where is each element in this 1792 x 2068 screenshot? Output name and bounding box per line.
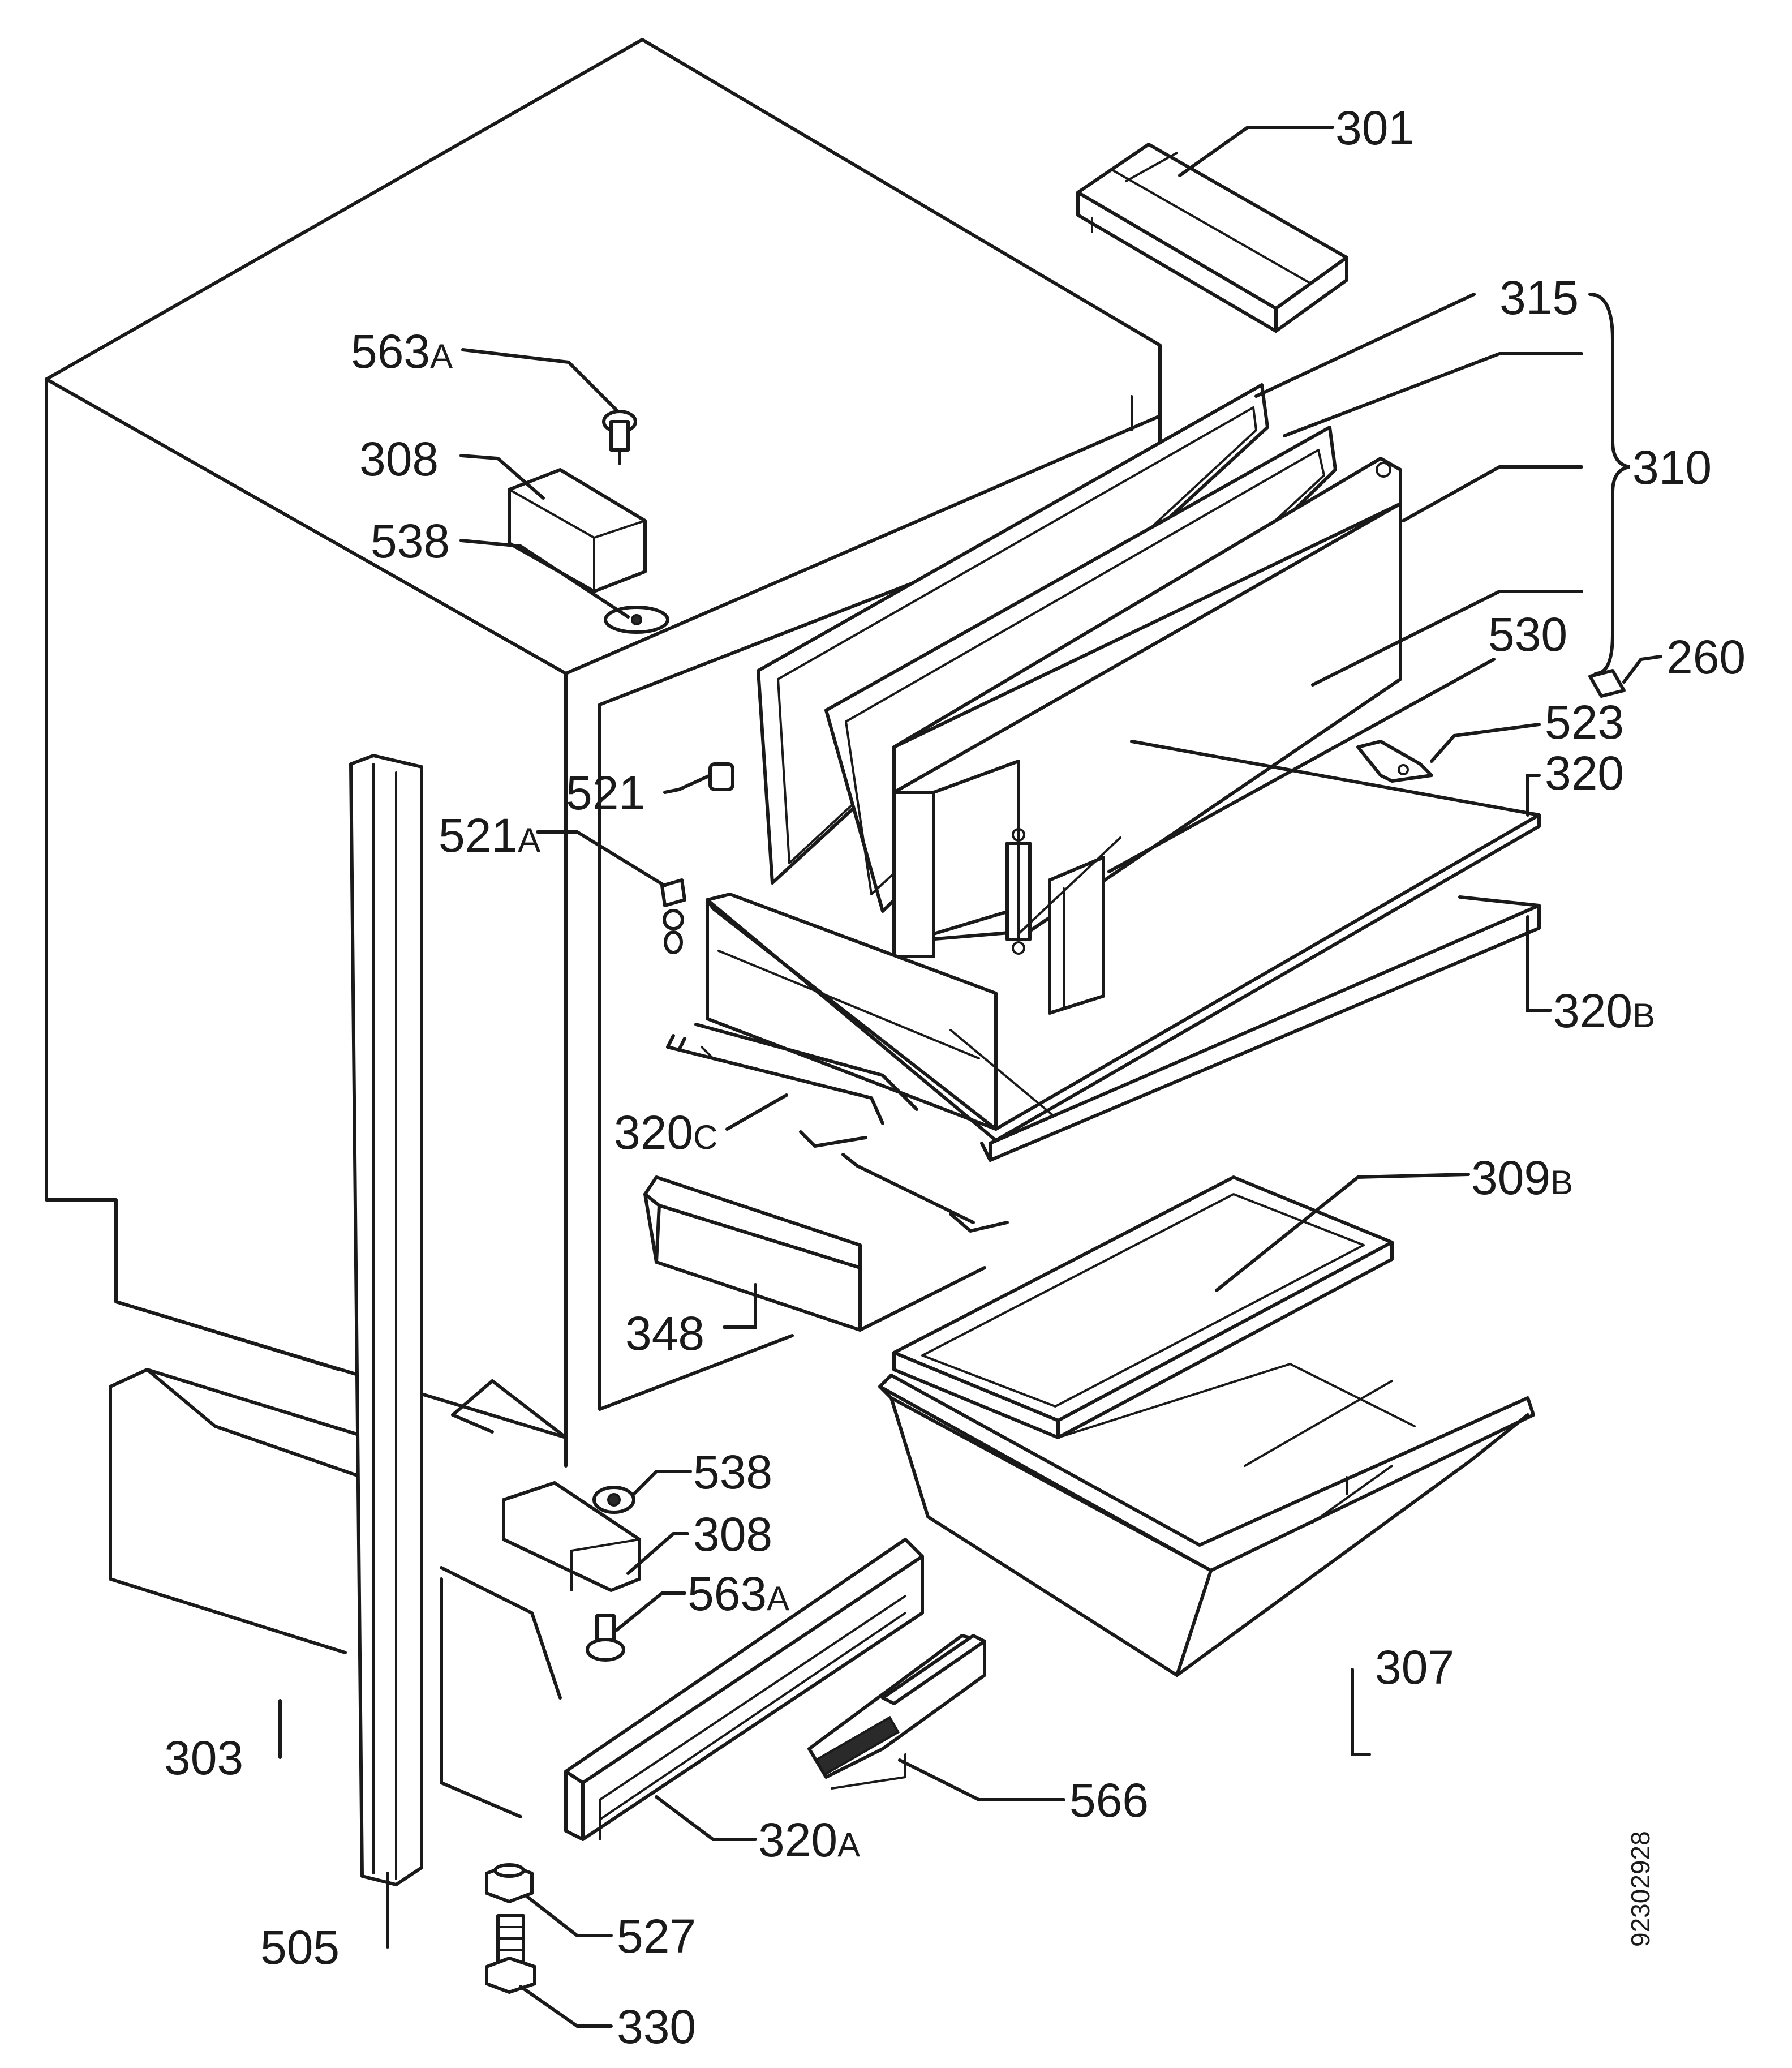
nut-527: [485, 1863, 534, 1903]
bottom-cover: [564, 1538, 924, 1841]
label-308-bottom: 308: [693, 1508, 772, 1561]
label-563A-bottom: 563A: [687, 1567, 789, 1620]
shelf-320C: [666, 1023, 1009, 1233]
part-labels: 301 315 310 530 260 523 320 320B 563A 30…: [164, 101, 1746, 2053]
foot-bolt-330: [485, 1914, 536, 1994]
leader-lines: [278, 126, 1662, 2028]
label-563A-top: 563A: [351, 325, 453, 378]
label-523: 523: [1545, 696, 1624, 749]
vent-grille: [807, 1634, 986, 1790]
drawing-number: 92302928: [1626, 1831, 1655, 1947]
label-315: 315: [1499, 271, 1579, 324]
label-521: 521: [566, 766, 645, 820]
hinge-block-308-bottom: [502, 1481, 641, 1592]
label-320B: 320B: [1553, 984, 1655, 1037]
label-538-top: 538: [371, 514, 450, 568]
label-530: 530: [1488, 608, 1567, 661]
label-527: 527: [617, 1910, 696, 1963]
freezer-door-panel: [892, 457, 1402, 958]
label-320: 320: [1545, 746, 1624, 800]
clip-523: [1356, 740, 1433, 783]
screw-563A-top: [602, 410, 637, 465]
label-538-bottom: 538: [693, 1445, 772, 1499]
label-320C: 320C: [614, 1106, 718, 1159]
washer-538-top: [604, 606, 669, 634]
label-301: 301: [1335, 101, 1415, 155]
ice-cube-tray: [1076, 143, 1348, 333]
glass-shelf-348: [643, 1175, 986, 1332]
label-330: 330: [617, 2000, 696, 2053]
plinth-panel: [109, 1368, 562, 1818]
crisper-lid: [892, 1175, 1394, 1439]
freezer-flap: [1048, 856, 1105, 1015]
label-260: 260: [1666, 630, 1746, 684]
part-260: [1588, 669, 1626, 698]
door-seal-strip: [349, 754, 423, 1886]
label-309B: 309B: [1471, 1151, 1573, 1204]
shelf-320B: [949, 895, 1541, 1162]
label-521A: 521A: [439, 809, 540, 862]
label-320A: 320A: [758, 1813, 860, 1867]
label-505: 505: [260, 1921, 340, 1974]
bulb-521A: [660, 878, 686, 954]
screw-563A-bottom: [586, 1614, 625, 1662]
washer-538-bottom: [592, 1486, 635, 1514]
plug-521: [708, 762, 734, 791]
label-308-top: 308: [359, 432, 439, 486]
label-566: 566: [1069, 1774, 1149, 1827]
label-348: 348: [625, 1307, 704, 1360]
freezer-hinge: [1005, 828, 1032, 955]
label-310: 310: [1632, 441, 1712, 494]
label-307: 307: [1375, 1641, 1454, 1694]
crisper-drawer: [878, 1363, 1535, 1677]
label-303: 303: [164, 1731, 243, 1784]
cabinet-body: [45, 38, 1162, 1468]
